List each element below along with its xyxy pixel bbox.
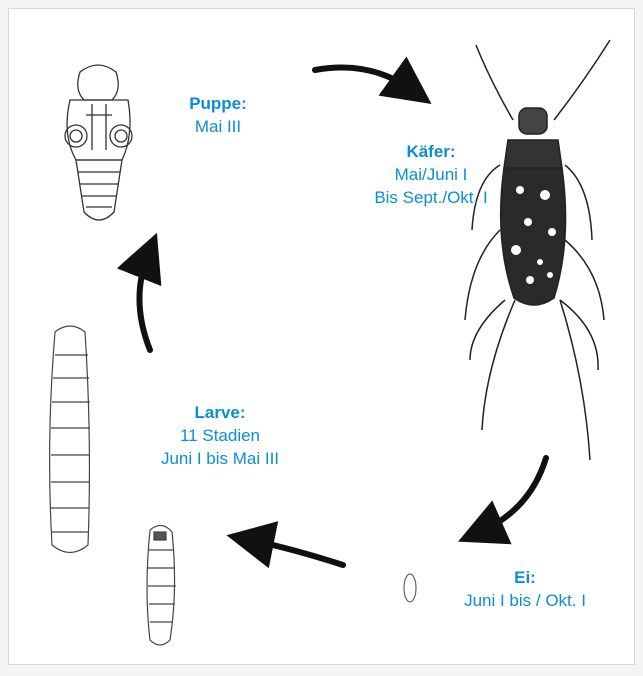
- larva-title: Larve:: [110, 401, 330, 424]
- arrow-larva-to-pupa: [139, 255, 150, 350]
- beetle-period-start: Mai/Juni I: [326, 163, 536, 186]
- egg-drawing-icon: [404, 574, 416, 602]
- larva-period: Juni I bis Mai III: [110, 447, 330, 470]
- beetle-period-end: Bis Sept./Okt. I: [326, 186, 536, 209]
- beetle-drawing-icon: [465, 40, 610, 460]
- egg-period: Juni I bis / Okt. I: [430, 589, 620, 612]
- arrow-beetle-to-egg: [480, 458, 546, 532]
- larva-label: Larve: 11 Stadien Juni I bis Mai III: [110, 401, 330, 470]
- young-larva-drawing-icon: [147, 525, 176, 645]
- arrow-egg-to-larva: [250, 540, 343, 565]
- pupa-drawing-icon: [65, 65, 132, 220]
- pupa-period: Mai III: [168, 115, 268, 138]
- larva-drawing-icon: [50, 326, 90, 553]
- larva-stages: 11 Stadien: [110, 424, 330, 447]
- egg-title: Ei:: [430, 566, 620, 589]
- pupa-label: Puppe: Mai III: [168, 92, 268, 138]
- egg-label: Ei: Juni I bis / Okt. I: [430, 566, 620, 612]
- beetle-title: Käfer:: [326, 140, 536, 163]
- beetle-label: Käfer: Mai/Juni I Bis Sept./Okt. I: [326, 140, 536, 209]
- pupa-title: Puppe:: [168, 92, 268, 115]
- arrow-pupa-to-beetle: [315, 68, 412, 91]
